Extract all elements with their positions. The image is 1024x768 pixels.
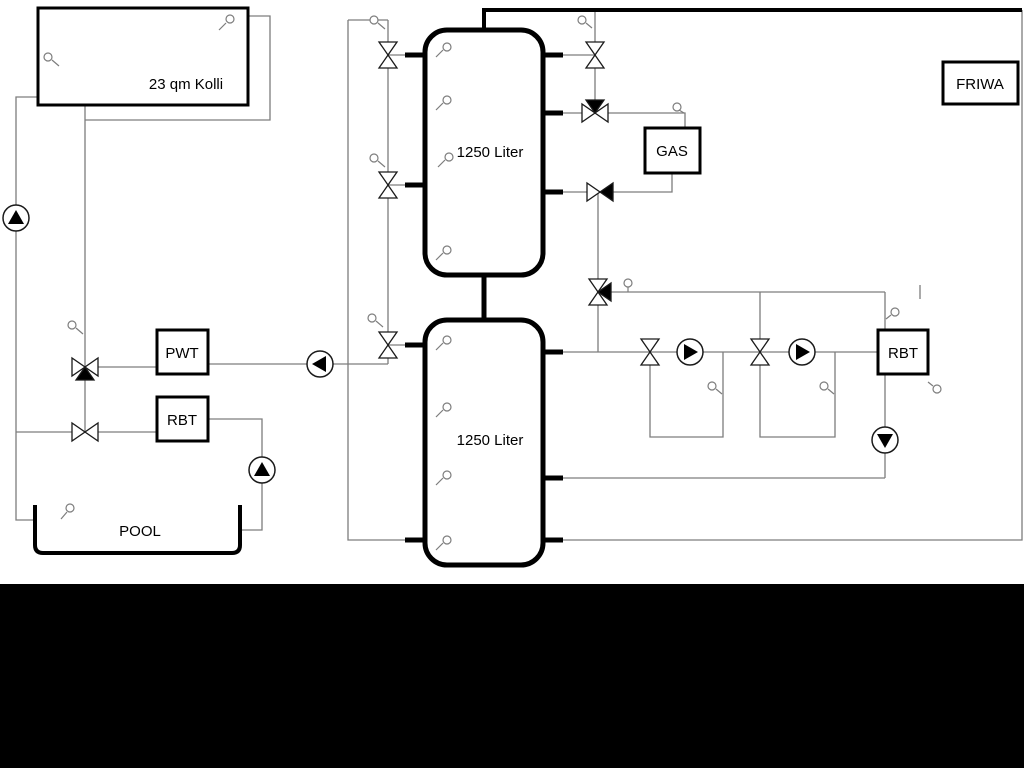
pool-outline <box>33 505 242 555</box>
pwt-box: PWT <box>155 328 210 376</box>
tank-lower-label: 1250 Liter <box>457 432 524 449</box>
pump-solar <box>2 204 30 232</box>
temperature-sensor <box>885 307 900 320</box>
temperature-sensor <box>623 278 633 292</box>
pump-heating-circuit-1 <box>676 338 704 366</box>
rbt-right-box: RBT <box>876 328 930 376</box>
pool-label: POOL <box>119 523 161 540</box>
buffer-tank-lower: 1250 Liter <box>422 317 546 568</box>
valve-tank1-left-mid <box>377 171 399 199</box>
temperature-sensor <box>369 153 386 168</box>
temperature-sensor <box>367 313 384 328</box>
three-way-valve-pool <box>71 356 99 381</box>
tank-upper-label: 1250 Liter <box>457 144 524 161</box>
collector-label: 23 qm Kolli <box>149 76 223 93</box>
temperature-sensor <box>435 245 452 261</box>
pipe-collector-return <box>85 15 271 121</box>
temperature-sensor <box>435 42 452 58</box>
pumps <box>2 204 899 484</box>
buffer-tank-upper: 1250 Liter <box>422 27 546 278</box>
valves <box>71 41 771 443</box>
pwt-outline <box>155 328 210 376</box>
temperature-sensor <box>927 381 942 394</box>
temperature-sensor <box>437 152 454 168</box>
valve-tank2-left <box>377 331 399 359</box>
valve-pool-return <box>71 421 99 443</box>
temperature-sensor <box>218 14 235 31</box>
temperature-sensor <box>672 102 685 114</box>
sensors <box>43 14 942 551</box>
friwa-outline <box>941 60 1020 106</box>
pump-heating-circuit-2 <box>788 338 816 366</box>
pipe-pool-supply <box>15 96 38 521</box>
pipe-friwa-loop <box>563 10 1023 541</box>
temperature-sensor <box>819 381 835 395</box>
gas-boiler-box: GAS <box>643 126 702 175</box>
pump-pool <box>248 456 276 484</box>
valve-heating-circuit-2 <box>749 338 771 366</box>
rbt-left-outline <box>155 395 210 443</box>
rbt-right-outline <box>876 328 930 376</box>
temperature-sensor <box>60 503 75 520</box>
three-way-valve-gas <box>581 99 609 124</box>
rbt-right-label: RBT <box>888 345 918 362</box>
collector-box: 23 qm Kolli <box>36 6 250 107</box>
collector-outline <box>36 6 250 107</box>
temperature-sensor <box>435 535 452 551</box>
gas-outline <box>643 126 702 175</box>
temperature-sensor <box>67 320 84 335</box>
three-way-valve-heating <box>587 278 612 306</box>
tank-lower-outline <box>422 317 546 568</box>
temperature-sensor <box>435 402 452 418</box>
pump-pwt <box>306 350 334 378</box>
rbt-left-box: RBT <box>155 395 210 443</box>
check-valve-gas-return <box>586 181 614 203</box>
friwa-label: FRIWA <box>956 76 1004 93</box>
pipe-mixing-loop-1 <box>649 352 724 438</box>
temperature-sensor <box>577 15 593 29</box>
pipe-mixing-loop-2 <box>759 352 836 438</box>
pipe-manifold-return <box>347 20 405 541</box>
footer-bar <box>0 584 1024 768</box>
temperature-sensor <box>369 15 386 30</box>
friwa-box: FRIWA <box>941 60 1020 106</box>
valve-top-right <box>584 41 606 69</box>
rbt-left-label: RBT <box>167 412 197 429</box>
temperature-sensor <box>707 381 723 395</box>
tank-upper-outline <box>422 27 546 278</box>
temperature-sensor <box>435 470 452 486</box>
valve-heating-circuit-1 <box>639 338 661 366</box>
pool-basin: POOL <box>33 505 242 555</box>
pwt-label: PWT <box>165 345 198 362</box>
temperature-sensor <box>435 95 452 111</box>
valve-tank1-left-top <box>377 41 399 69</box>
temperature-sensor <box>43 52 60 67</box>
gas-label: GAS <box>656 143 688 160</box>
temperature-sensor <box>435 335 452 351</box>
pump-rbt <box>871 426 899 454</box>
